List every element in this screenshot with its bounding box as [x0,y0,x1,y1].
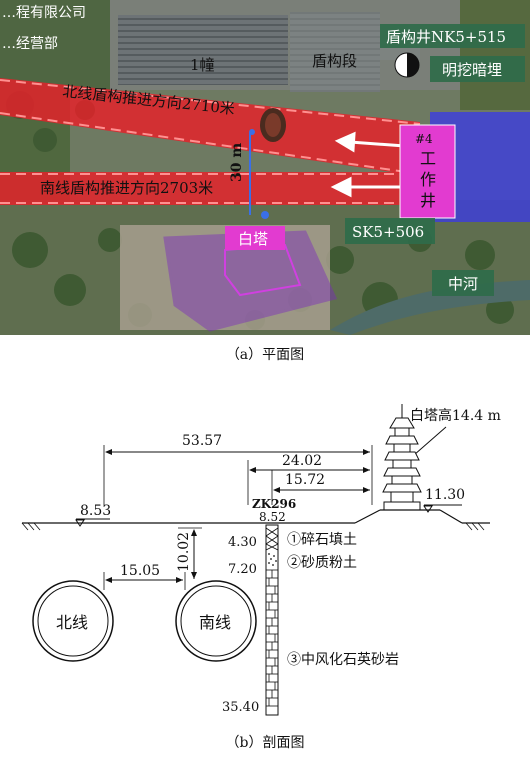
caption-a: （a）平面图 [225,347,305,363]
dim-borehole: 15.72 [285,472,325,488]
sk-label-box [345,218,435,244]
baita-label: 白塔 [238,230,268,248]
south-tunnel-label: 南线盾构推进方向2703米 [40,179,213,197]
borehole-label: ZK296 [252,497,296,511]
elev-left: 8.53 [80,503,111,519]
depth-2: 7.20 [228,562,257,577]
dim-cover: 10.02 [176,532,192,572]
north-direction-arrow [334,131,406,153]
open-dark-label-box [430,56,525,82]
elev-right: 11.30 [425,487,465,503]
shield-section-label: 盾构段 [312,52,357,70]
caption-b: （b）剖面图 [225,735,305,751]
ground-hatch-right [465,522,485,531]
north-tunnel-band [0,78,420,176]
work-well-label-num: #4 [415,132,433,146]
company-text: …程有限公司 [2,5,86,21]
work-well-label-2: 作 [420,170,436,189]
depth-bottom: 35.40 [222,700,259,715]
work-well-4 [399,124,456,219]
dim-total: 53.57 [182,433,222,449]
river-label-box [432,270,494,296]
tower-height-label: 白塔高14.4 m [410,407,501,424]
work-well-label-3: 井 [420,191,436,210]
south-line-label: 南线 [199,613,231,632]
shield-well-label-box [380,24,525,48]
work-well-label-1: 工 [420,149,436,168]
plan-view: …程有限公司 …经营部 1幢 盾构段 北线盾构推进方向2710米 南线盾构推进方… [0,0,530,335]
ground-hatch-left [21,522,41,531]
dim-well: 24.02 [282,453,322,469]
baita-label-box [225,226,285,250]
north-line-label: 北线 [56,613,88,632]
dept-text: …经营部 [2,36,58,52]
elev-marker-right [423,505,433,513]
depth-1: 4.30 [228,535,257,550]
north-tunnel-section [32,580,114,662]
building-1 [118,15,288,85]
shield-well-label: 盾构井NK5+515 [386,28,506,46]
open-dark-label: 明挖暗埋 [442,61,502,79]
layer-1: ①碎石填土 [287,532,357,548]
layer-3: ③中风化石英砂岩 [287,651,399,668]
river-label: 中河 [448,275,478,293]
building-label: 1幢 [190,56,215,74]
distance-label: 30 m [229,143,245,182]
elev-marker-left [75,519,85,527]
pagoda-tower [382,404,422,511]
dim-tunnel-gap: 15.05 [120,563,160,579]
shield-well-marker [394,52,420,78]
south-tunnel-section [175,580,257,662]
layer-2: ②砂质粉土 [287,555,357,571]
south-direction-arrow [330,176,405,198]
borehole-column [265,524,279,716]
borehole-top: 8.52 [259,510,286,524]
section-view: 白塔高14.4 m 8.53 11.30 5 [21,404,501,716]
sk-label: SK5+506 [352,223,424,241]
